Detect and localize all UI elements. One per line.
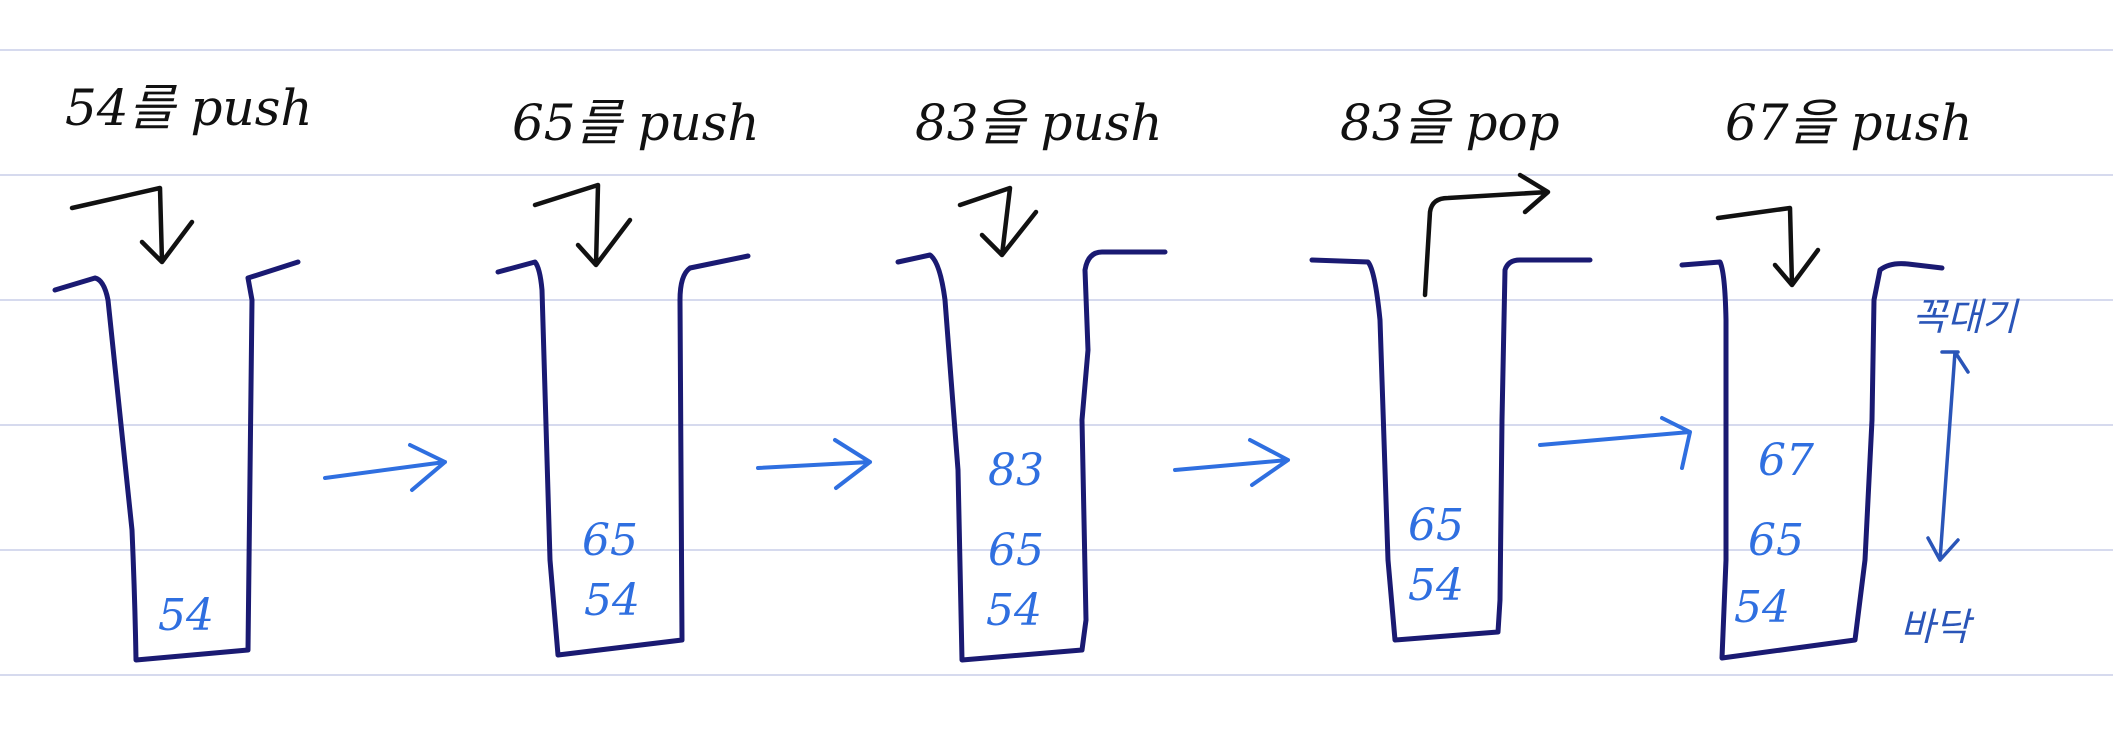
stack-container	[1679, 259, 1945, 661]
push-arrow-icon	[69, 185, 195, 265]
stack-item: 83	[988, 445, 1044, 496]
step-1-label: 54를 push	[65, 79, 313, 137]
top-annotation: 꼭대기	[1912, 295, 2020, 339]
stack-item: 65	[1748, 515, 1804, 566]
transition-arrow-icon	[1538, 416, 1692, 470]
stack-item: 54	[1734, 582, 1790, 633]
transition-arrow-icon	[756, 438, 872, 490]
step-2: 65를 push 65 54	[495, 94, 760, 658]
pop-arrow-icon	[1422, 172, 1551, 298]
stack-item: 67	[1758, 435, 1814, 486]
stack-item: 54	[584, 575, 640, 626]
stack-container	[1309, 257, 1593, 643]
transition-arrow-icon	[1173, 438, 1290, 487]
ruled-lines	[0, 49, 2113, 676]
step-4: 83을 pop 65 54	[1309, 94, 1593, 643]
stack-container	[895, 249, 1168, 663]
step-5: 67을 push 67 65 54 꼭대기 바닥	[1679, 94, 2020, 661]
double-arrow-icon	[1926, 350, 1970, 562]
stack-container	[52, 259, 301, 663]
bottom-annotation: 바닥	[1900, 605, 1975, 649]
step-4-label: 83을 pop	[1340, 94, 1560, 152]
stack-item: 65	[988, 525, 1044, 576]
stack-container	[495, 253, 751, 658]
step-3-label: 83을 push	[915, 94, 1163, 152]
transition-arrow-icon	[323, 443, 447, 492]
push-arrow-icon	[957, 185, 1039, 258]
push-arrow-icon	[1715, 205, 1821, 288]
step-3: 83을 push 83 65 54	[895, 94, 1168, 663]
stack-item: 54	[986, 585, 1042, 636]
stack-item: 65	[1408, 500, 1464, 551]
stack-item: 65	[582, 515, 638, 566]
step-2-label: 65를 push	[512, 94, 760, 152]
push-arrow-icon	[532, 182, 633, 268]
stack-item: 54	[1408, 560, 1464, 611]
stack-item: 54	[158, 590, 214, 641]
step-5-label: 67을 push	[1725, 94, 1973, 152]
step-1: 54를 push 54	[52, 79, 313, 663]
